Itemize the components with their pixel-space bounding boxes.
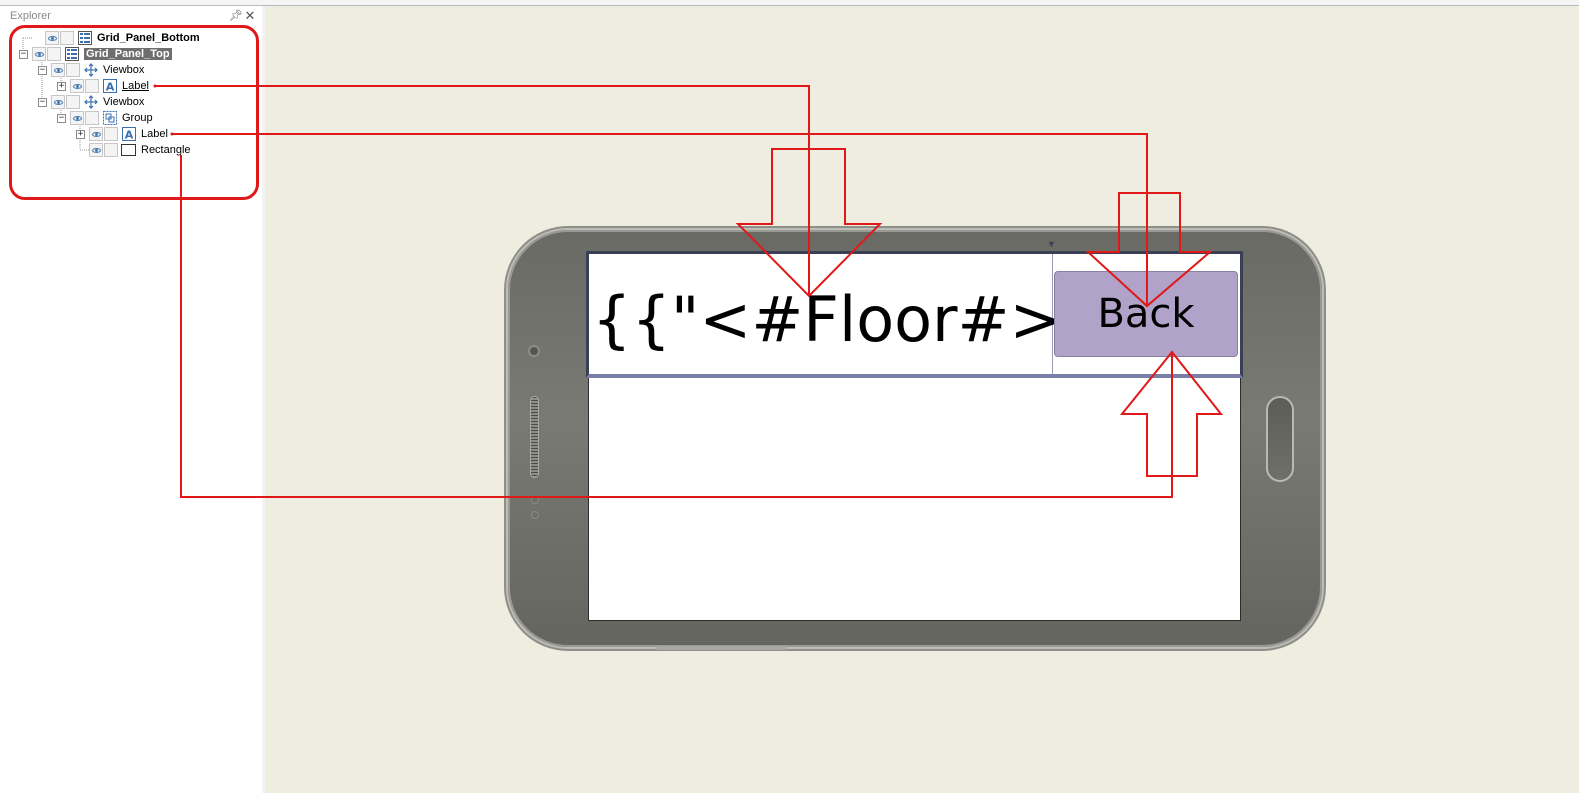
visibility-toggle[interactable] bbox=[70, 111, 84, 125]
rectangle-icon bbox=[121, 143, 136, 158]
visibility-toggle[interactable] bbox=[45, 31, 59, 45]
explorer-title: Explorer bbox=[10, 10, 51, 22]
eye-icon bbox=[53, 67, 63, 73]
eye-icon bbox=[72, 115, 82, 121]
eye-icon bbox=[91, 147, 101, 153]
tree-row-grid-panel-top[interactable]: − Grid_Panel_Top bbox=[19, 46, 172, 62]
tree-item-label: Viewbox bbox=[103, 96, 145, 108]
grid-marker-icon[interactable]: ▼ bbox=[1047, 239, 1056, 249]
lock-toggle[interactable] bbox=[47, 47, 61, 61]
visibility-toggle[interactable] bbox=[70, 79, 84, 93]
lock-toggle[interactable] bbox=[85, 79, 99, 93]
annotation-highlight-box bbox=[9, 25, 259, 200]
back-button[interactable]: Back bbox=[1054, 271, 1238, 357]
move-icon bbox=[83, 95, 98, 110]
pin-icon[interactable]: 📌︎ bbox=[229, 10, 243, 22]
explorer-splitter[interactable] bbox=[262, 6, 265, 793]
top-toolbar-strip bbox=[0, 0, 1579, 6]
collapse-icon[interactable]: − bbox=[19, 48, 28, 59]
move-icon bbox=[83, 63, 98, 78]
tree-item-label: Label bbox=[122, 80, 149, 92]
speaker-icon bbox=[530, 396, 539, 478]
lock-toggle[interactable] bbox=[104, 143, 118, 157]
lock-toggle[interactable] bbox=[66, 95, 80, 109]
tree-item-label: Viewbox bbox=[103, 64, 145, 76]
eye-icon bbox=[91, 131, 101, 137]
tree-row-group[interactable]: − Group bbox=[57, 110, 153, 126]
lock-toggle[interactable] bbox=[66, 63, 80, 77]
explorer-header: Explorer 📌︎ ✕ bbox=[10, 9, 260, 25]
label-a-icon: A bbox=[102, 79, 117, 94]
visibility-toggle[interactable] bbox=[89, 143, 103, 157]
tree-row-viewbox[interactable]: − Viewbox bbox=[38, 94, 144, 110]
lock-toggle[interactable] bbox=[60, 31, 74, 45]
tree-item-label: Group bbox=[122, 112, 153, 124]
lock-toggle[interactable] bbox=[104, 127, 118, 141]
expand-icon[interactable]: + bbox=[76, 128, 85, 139]
grid-icon bbox=[77, 31, 92, 46]
svg-text:A: A bbox=[105, 81, 114, 94]
phone-volume-button bbox=[656, 646, 786, 650]
tree-row-label[interactable]: + A Label bbox=[57, 78, 149, 94]
lock-toggle[interactable] bbox=[85, 111, 99, 125]
close-icon[interactable]: ✕ bbox=[244, 8, 256, 23]
tree-item-label: Grid_Panel_Top bbox=[84, 48, 172, 60]
floor-label[interactable]: {{"<#Floor#>"}} bbox=[592, 283, 1169, 356]
home-button-icon bbox=[1266, 396, 1294, 482]
collapse-icon[interactable]: − bbox=[38, 96, 47, 107]
camera-icon bbox=[528, 345, 540, 357]
grid-icon bbox=[64, 47, 79, 62]
eye-icon bbox=[34, 51, 44, 57]
label-a-icon: A bbox=[121, 127, 136, 142]
collapse-icon[interactable]: − bbox=[38, 64, 47, 75]
tree-item-label: Grid_Panel_Bottom bbox=[97, 32, 200, 44]
visibility-toggle[interactable] bbox=[89, 127, 103, 141]
expand-icon[interactable]: + bbox=[57, 80, 66, 91]
sensor-icon bbox=[531, 511, 539, 519]
group-icon bbox=[102, 111, 117, 126]
svg-text:A: A bbox=[124, 129, 133, 142]
visibility-toggle[interactable] bbox=[51, 63, 65, 77]
visibility-toggle[interactable] bbox=[51, 95, 65, 109]
sensor-icon bbox=[531, 496, 539, 504]
visibility-toggle[interactable] bbox=[32, 47, 46, 61]
tree-row-viewbox[interactable]: − Viewbox bbox=[38, 62, 144, 78]
collapse-icon[interactable]: − bbox=[57, 112, 66, 123]
eye-icon bbox=[47, 35, 57, 41]
eye-icon bbox=[53, 99, 63, 105]
eye-icon bbox=[72, 83, 82, 89]
tree-row-grid-panel-bottom[interactable]: Grid_Panel_Bottom bbox=[32, 30, 200, 46]
